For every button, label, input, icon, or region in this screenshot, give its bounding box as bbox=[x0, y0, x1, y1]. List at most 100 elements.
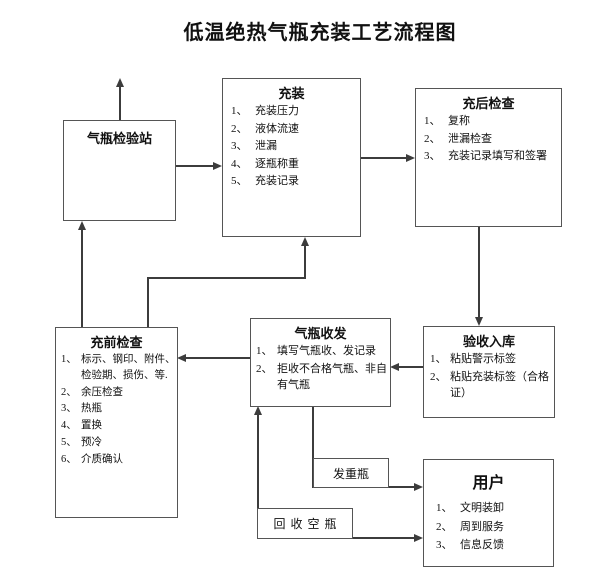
item-number: 1、 bbox=[61, 354, 77, 365]
box-cylinder-receipt-dispatch: 气瓶收发 1、填写气瓶收、发记录 2、拒收不合格气瓶、非自 有气瓶 bbox=[250, 318, 391, 407]
item-text: 粘贴警示标签 bbox=[450, 353, 516, 365]
item-number: 3、 bbox=[436, 539, 453, 552]
line-inspection-to-filling bbox=[176, 165, 216, 167]
list-item: 2、拒收不合格气瓶、非自 有气瓶 bbox=[251, 361, 390, 394]
item-text: 热瓶 bbox=[81, 403, 102, 415]
line-postcheck-to-acceptance bbox=[478, 227, 480, 318]
arrowhead-filling-to-postcheck bbox=[406, 154, 415, 162]
list-item: 1、文明装卸 bbox=[424, 500, 553, 518]
item-number: 1、 bbox=[424, 115, 441, 127]
item-text: 液体流速 bbox=[255, 122, 299, 135]
item-number: 5、 bbox=[231, 175, 248, 187]
list-item: 5、充装记录 bbox=[223, 173, 360, 190]
item-text: 信息反馈 bbox=[460, 539, 504, 552]
item-text: 充装记录填写和签署 bbox=[448, 150, 547, 162]
list-item: 2、泄漏检查 bbox=[416, 131, 561, 148]
arrowhead-acceptance-to-receipt bbox=[390, 363, 399, 371]
list-item: 3、泄漏 bbox=[223, 138, 360, 155]
line-filling-to-postcheck bbox=[361, 157, 407, 159]
list-item: 4、逐瓶称重 bbox=[223, 156, 360, 173]
label-dispatch-full-cylinders: 发重瓶 bbox=[313, 458, 389, 488]
item-text: 置换 bbox=[81, 420, 102, 431]
item-number: 2、 bbox=[256, 362, 273, 375]
list-item: 3、信息反馈 bbox=[424, 537, 553, 555]
box-title: 充装 bbox=[278, 86, 305, 101]
item-number: 3、 bbox=[231, 140, 248, 152]
list-item: 4、置换 bbox=[56, 418, 177, 434]
box-title: 充后检查 bbox=[462, 96, 515, 111]
item-number: 1、 bbox=[430, 353, 447, 365]
item-text: 标示、钢印、附件、 检验期、损伤、等. bbox=[81, 354, 176, 381]
list-item: 1、复称 bbox=[416, 113, 561, 130]
item-number: 1、 bbox=[256, 345, 273, 357]
item-number: 1、 bbox=[231, 105, 248, 117]
item-text: 充装压力 bbox=[255, 105, 299, 117]
item-number: 4、 bbox=[231, 157, 248, 170]
diagram-title: 低温绝热气瓶充装工艺流程图 bbox=[183, 22, 457, 44]
box-acceptance-storage: 验收入库 1、粘贴警示标签 2、粘贴充装标签（合格 证） bbox=[423, 326, 555, 418]
arrowhead-receipt-to-precheck bbox=[177, 354, 186, 362]
arrowhead-precheck-to-filling bbox=[301, 237, 309, 246]
item-number: 2、 bbox=[231, 122, 248, 135]
item-text: 周到服务 bbox=[460, 520, 504, 533]
box-title: 验收入库 bbox=[462, 334, 515, 349]
list-item: 1、填写气瓶收、发记录 bbox=[251, 343, 390, 360]
item-number: 6、 bbox=[61, 453, 77, 465]
item-text: 粘贴充装标签（合格 证） bbox=[450, 370, 549, 400]
list-item: 2、余压检查 bbox=[56, 385, 177, 401]
box-post-fill-check: 充后检查 1、复称 2、泄漏检查 3、充装记录填写和签署 bbox=[415, 88, 562, 227]
list-item: 3、热瓶 bbox=[56, 401, 177, 417]
label-text: 回收空瓶 bbox=[273, 517, 342, 531]
item-text: 拒收不合格气瓶、非自 有气瓶 bbox=[277, 362, 387, 392]
item-text: 文明装卸 bbox=[460, 502, 504, 514]
item-number: 2、 bbox=[424, 132, 441, 145]
item-number: 2、 bbox=[436, 520, 453, 533]
item-number: 4、 bbox=[61, 420, 77, 431]
item-number: 2、 bbox=[61, 386, 77, 398]
list-item: 3、充装记录填写和签署 bbox=[416, 148, 561, 165]
item-number: 5、 bbox=[61, 436, 77, 448]
arrowhead-inspection-up bbox=[116, 78, 124, 87]
box-title: 气瓶收发 bbox=[294, 326, 347, 341]
box-title: 气瓶检验站 bbox=[86, 131, 152, 146]
box-title: 充前检查 bbox=[90, 335, 143, 350]
box-filling: 充装 1、充装压力 2、液体流速 3、泄漏 4、逐瓶称重 5、充装记录 bbox=[222, 78, 361, 237]
line-inspection-up bbox=[119, 86, 121, 120]
list-item: 2、液体流速 bbox=[223, 121, 360, 138]
arrowhead-precheck-to-inspection bbox=[78, 221, 86, 230]
line-acceptance-to-receipt bbox=[398, 366, 423, 368]
list-item: 6、介质确认 bbox=[56, 452, 177, 468]
box-user: 用户 1、文明装卸 2、周到服务 3、信息反馈 bbox=[423, 459, 554, 567]
line-precheck-to-inspection bbox=[81, 229, 83, 327]
list-item: 2、粘贴充装标签（合格 证） bbox=[424, 369, 554, 402]
arrowhead-postcheck-to-acceptance bbox=[475, 317, 483, 326]
arrowhead-dispatch-full-to-user bbox=[414, 483, 423, 491]
line-dispatch-full-v bbox=[312, 407, 314, 488]
item-number: 1、 bbox=[436, 502, 453, 514]
label-text: 发重瓶 bbox=[332, 466, 369, 481]
arrowhead-inspection-to-filling bbox=[213, 162, 222, 170]
box-title: 用户 bbox=[472, 475, 505, 492]
item-text: 填写气瓶收、发记录 bbox=[277, 345, 376, 357]
arrowhead-recover-empty-to-user bbox=[414, 534, 423, 542]
list-item: 5、预冷 bbox=[56, 435, 177, 451]
line-precheck-to-filling-h bbox=[147, 277, 306, 279]
item-text: 余压检查 bbox=[81, 386, 123, 398]
label-recover-empty-cylinders: 回收空瓶 bbox=[257, 508, 353, 539]
list-item: 1、粘贴警示标签 bbox=[424, 351, 554, 368]
item-number: 3、 bbox=[424, 150, 441, 162]
line-precheck-to-filling-v1 bbox=[147, 277, 149, 327]
item-text: 预冷 bbox=[81, 436, 102, 448]
box-pre-fill-check: 充前检查 1、标示、钢印、附件、 检验期、损伤、等. 2、余压检查 3、热瓶 4… bbox=[55, 327, 178, 518]
box-inspection-station: 气瓶检验站 bbox=[63, 120, 176, 221]
item-text: 逐瓶称重 bbox=[255, 157, 299, 170]
item-text: 介质确认 bbox=[81, 453, 123, 465]
list-item: 1、标示、钢印、附件、 检验期、损伤、等. bbox=[56, 352, 177, 384]
item-text: 复称 bbox=[448, 115, 470, 127]
item-number: 3、 bbox=[61, 403, 77, 415]
line-precheck-to-filling-v2 bbox=[304, 245, 306, 279]
item-text: 泄漏检查 bbox=[448, 132, 492, 145]
list-item: 2、周到服务 bbox=[424, 519, 553, 537]
line-recover-empty-v bbox=[257, 415, 259, 539]
